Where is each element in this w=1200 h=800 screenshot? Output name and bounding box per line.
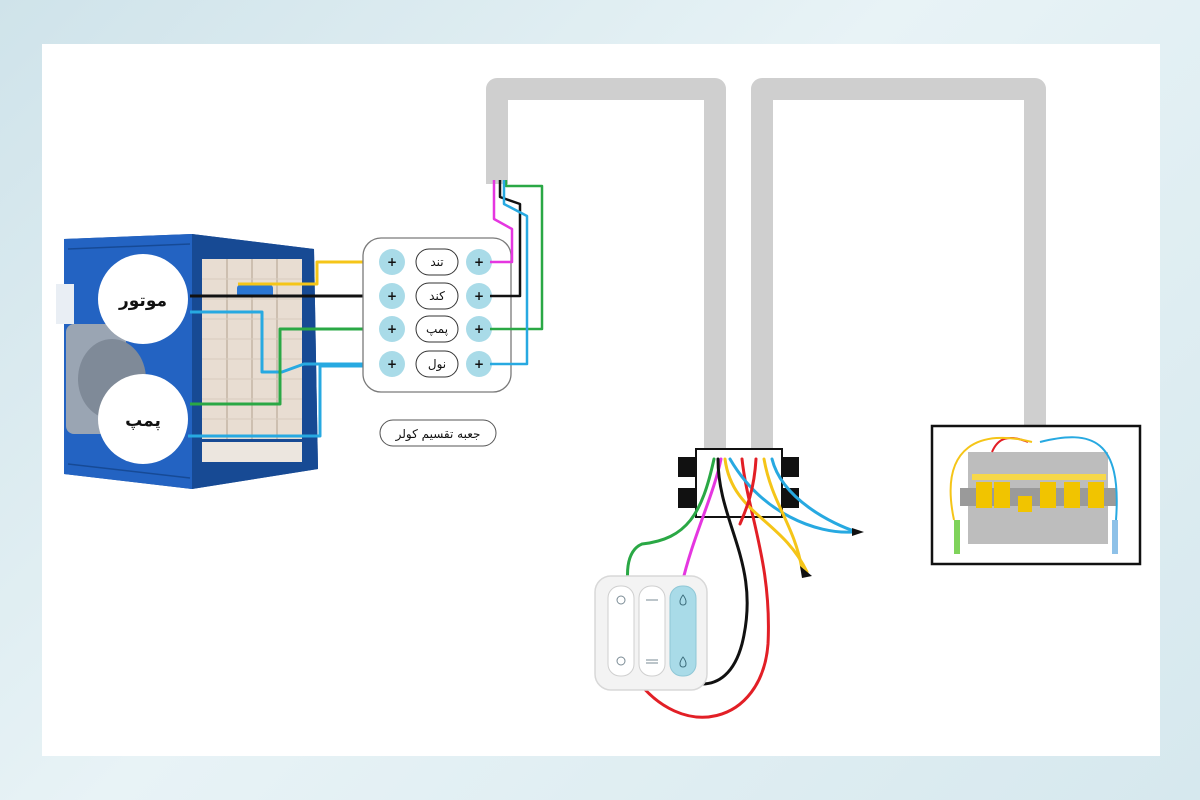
wall-switch: [594, 575, 708, 691]
wiring-diagram: موتور پمپ + تند + + کند + + پمپ + + نول + جعبه تقسی…: [56, 78, 1142, 719]
wire-yellow-panel: [949, 436, 1033, 521]
terminal-label: کند: [429, 289, 445, 303]
terminal-label-frame: [415, 315, 459, 343]
conduit-pipes: [486, 78, 1046, 459]
pump-label: پمپ: [125, 411, 161, 431]
switch-box-wires: [626, 457, 859, 719]
junction-to-conduit-wires: [490, 180, 544, 366]
panel-wires: [949, 436, 1118, 521]
fan-icon: [616, 595, 626, 666]
conduit-left: [486, 78, 726, 459]
terminal-right-2: [466, 283, 492, 309]
conduit-right: [751, 78, 1046, 459]
wire-green-cooler: [190, 327, 388, 406]
wire-red-down: [632, 457, 770, 719]
terminal-left-sign: +: [387, 255, 397, 269]
wire-red-down-2: [738, 457, 758, 526]
terminal-label: پمپ: [426, 322, 448, 336]
wire-yellow-down-2: [762, 457, 804, 571]
junction-terminals: + تند + + کند + + پمپ + + نول +: [379, 248, 492, 378]
terminal-right-1: [466, 249, 492, 275]
terminal-left-sign: +: [387, 357, 397, 371]
terminal-left-sign: +: [387, 289, 397, 303]
junction-box-caption-frame: [379, 419, 497, 447]
terminal-label-frame: [415, 350, 459, 378]
terminal-left-sign: +: [387, 322, 397, 336]
motor-label: موتور: [118, 291, 167, 311]
wire-yellow-down-1: [723, 457, 809, 574]
terminal-left-2: [379, 283, 405, 309]
terminal-right-sign: +: [474, 255, 484, 269]
central-switch-box: [678, 448, 799, 518]
terminal-right-sign: +: [474, 357, 484, 371]
wire-blue2-cooler: [188, 364, 388, 438]
terminal-left-1: [379, 249, 405, 275]
diagram-canvas: موتور پمپ + تند + + کند + + پمپ + + نول + جعبه تقسی…: [42, 44, 1160, 756]
terminal-left-4: [379, 351, 405, 377]
wire-blue-panel: [1039, 436, 1118, 521]
cooler-wires: [188, 260, 388, 438]
wire-yellow-cooler: [238, 260, 388, 286]
wire-blue-up: [490, 180, 529, 366]
pump-bubble: [98, 374, 188, 464]
terminal-right-4: [466, 351, 492, 377]
junction-box-caption: جعبه تقسیم کولر: [395, 427, 481, 442]
terminal-label: تند: [430, 255, 443, 269]
wire-blue-down-2: [770, 457, 859, 534]
terminal-right-sign: +: [474, 289, 484, 303]
terminal-right-3: [466, 316, 492, 342]
terminal-label-frame: [415, 282, 459, 310]
wire-black-up: [490, 180, 522, 298]
water-drop-icon: [679, 594, 687, 668]
motor-bubble: [98, 254, 188, 344]
terminal-left-3: [379, 316, 405, 342]
wire-green-down: [626, 457, 716, 586]
terminal-right-sign: +: [474, 322, 484, 336]
terminal-label-frame: [415, 248, 459, 276]
wind-icon: [646, 599, 658, 664]
terminal-label: نول: [428, 357, 446, 372]
wire-ends: [800, 528, 864, 578]
wire-blue-cooler: [190, 310, 388, 374]
wire-black-down: [700, 457, 749, 686]
wire-magenta-up: [490, 180, 514, 264]
wire-blue-down-1: [728, 457, 854, 534]
electrical-panel: [930, 424, 1142, 566]
wire-green-up: [490, 180, 544, 331]
